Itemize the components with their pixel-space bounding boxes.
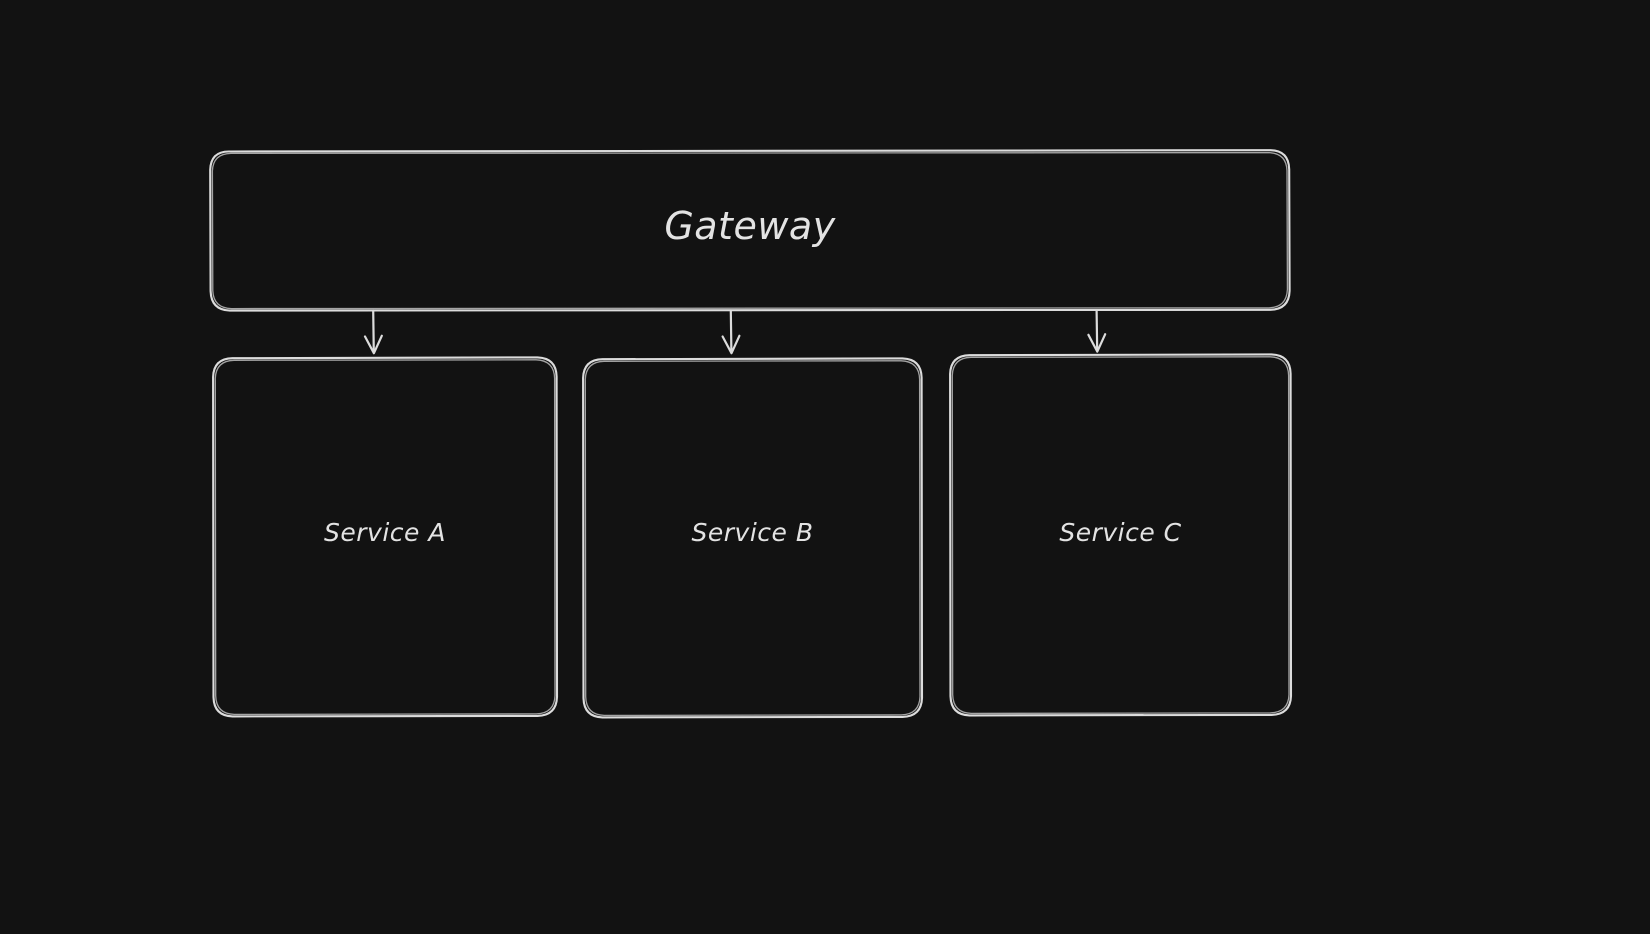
edge-gateway-service-c[interactable] [1087,309,1107,353]
edge-gateway-service-b[interactable] [721,309,741,355]
node-service-b-shape[interactable] [582,357,924,719]
node-service-a-shape[interactable] [212,356,559,718]
node-service-c[interactable] [950,354,1291,716]
node-service-c-shape[interactable] [949,353,1293,717]
node-gateway-shape[interactable] [209,149,1291,312]
node-service-b[interactable] [583,358,922,717]
edge-gateway-service-a[interactable] [363,309,383,355]
node-service-a[interactable] [213,357,557,716]
node-gateway[interactable] [210,150,1290,310]
